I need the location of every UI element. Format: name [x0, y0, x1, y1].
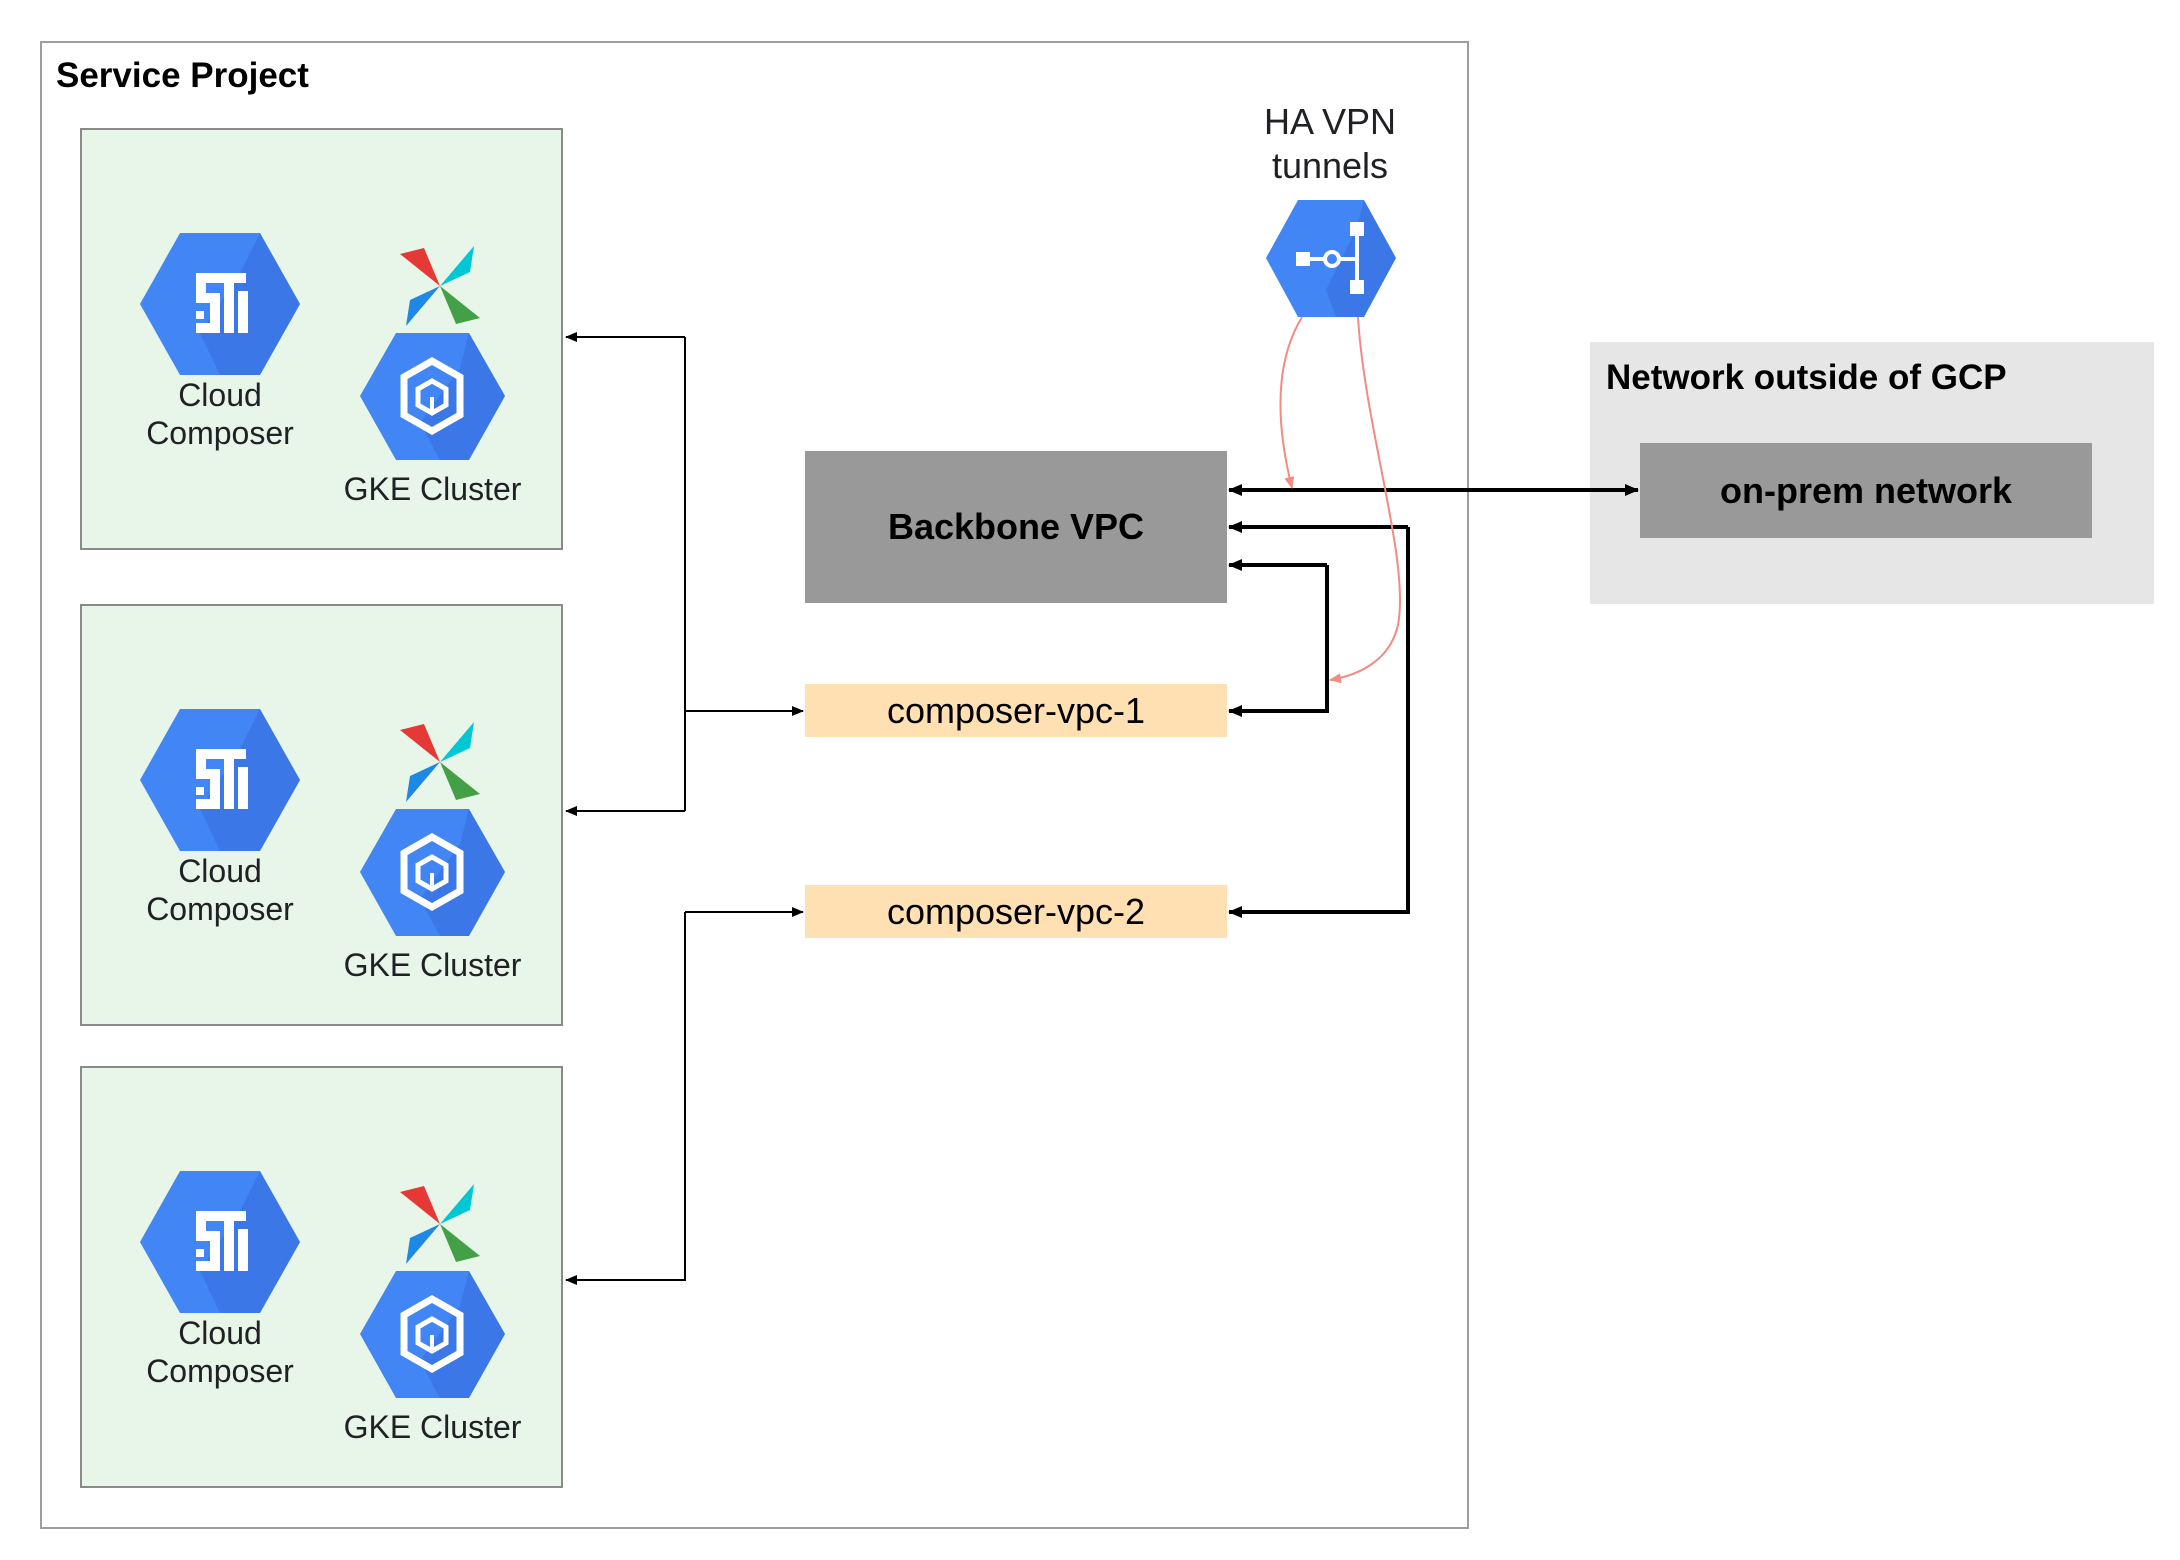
cloud-composer-label: Cloud Composer [146, 853, 294, 927]
cloud-composer-label: Cloud Composer [146, 377, 294, 451]
cloud-composer-label: Cloud Composer [146, 1315, 294, 1389]
cloud-composer-icon [140, 233, 300, 380]
vpc1-env-link [565, 332, 804, 816]
composer-vpc-1: composer-vpc-1 [805, 684, 1227, 737]
gke-cluster-label: GKE Cluster [343, 947, 522, 983]
cloud-composer-icon [140, 1171, 300, 1318]
vpc2-env-link [565, 907, 804, 1285]
gke-cluster-icon [360, 809, 505, 941]
backbone-vpc1-peering [1228, 559, 1329, 717]
gke-cluster-icon [360, 333, 505, 465]
backbone-vpc2-peering [1228, 521, 1410, 918]
gke-cluster-label: GKE Cluster [343, 1409, 522, 1445]
outside-network-title: Network outside of GCP [1606, 358, 2007, 397]
cloud-composer-icon [140, 709, 300, 856]
service-project-title: Service Project [56, 56, 309, 95]
gke-cluster-label: GKE Cluster [343, 471, 522, 507]
composer-vpc-2: composer-vpc-2 [805, 885, 1227, 938]
ha-vpn-icon [1266, 200, 1396, 322]
gke-cluster-icon [360, 1271, 505, 1403]
service-project-box [40, 41, 1469, 1529]
airflow-pinwheel-icon [400, 246, 480, 331]
ha-vpn-label: HA VPN tunnels [1263, 101, 1397, 186]
airflow-pinwheel-icon [400, 1184, 480, 1269]
airflow-pinwheel-icon [400, 722, 480, 807]
on-prem-network: on-prem network [1640, 443, 2092, 538]
backbone-vpc: Backbone VPC [805, 451, 1227, 603]
vpn-link [1279, 316, 1402, 684]
